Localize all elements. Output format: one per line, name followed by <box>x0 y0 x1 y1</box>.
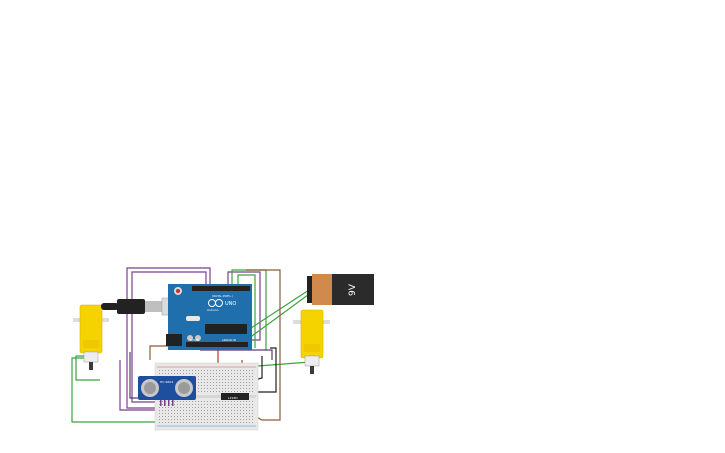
driver-label: L293D <box>228 396 238 400</box>
board-model-label: UNO <box>225 301 236 307</box>
board-analog-label: ANALOG IN <box>222 338 236 342</box>
arduino-logo <box>208 299 223 307</box>
wire-purple-3[interactable] <box>119 360 172 411</box>
wire-green-4[interactable] <box>75 355 100 381</box>
motor-left[interactable] <box>73 304 109 370</box>
motor-driver-chip[interactable]: L293D <box>221 393 249 400</box>
battery-9v[interactable]: 9V <box>307 274 374 305</box>
ultrasonic-sensor[interactable]: HC-SR04 <box>138 376 196 406</box>
wire-purple-4[interactable] <box>227 271 261 341</box>
board-name-label: Arduino <box>207 308 219 312</box>
wire-purple-2[interactable] <box>131 271 207 403</box>
battery-label: 9V <box>348 283 358 296</box>
board-digital-label: DIGITAL (PWM~) <box>212 294 233 298</box>
motor-right[interactable] <box>293 309 330 374</box>
wire-purple-1[interactable] <box>126 267 211 409</box>
board-power-label: POWER <box>190 338 200 342</box>
sensor-label: HC-SR04 <box>160 380 173 384</box>
wire-green-2[interactable] <box>237 274 256 348</box>
wire-brown-2[interactable] <box>149 345 172 360</box>
wire-purple-6[interactable] <box>200 349 273 360</box>
arduino-uno[interactable]: UNO Arduino DIGITAL (PWM~) POWER ANALOG … <box>166 284 252 350</box>
sensor-pins <box>160 400 174 406</box>
